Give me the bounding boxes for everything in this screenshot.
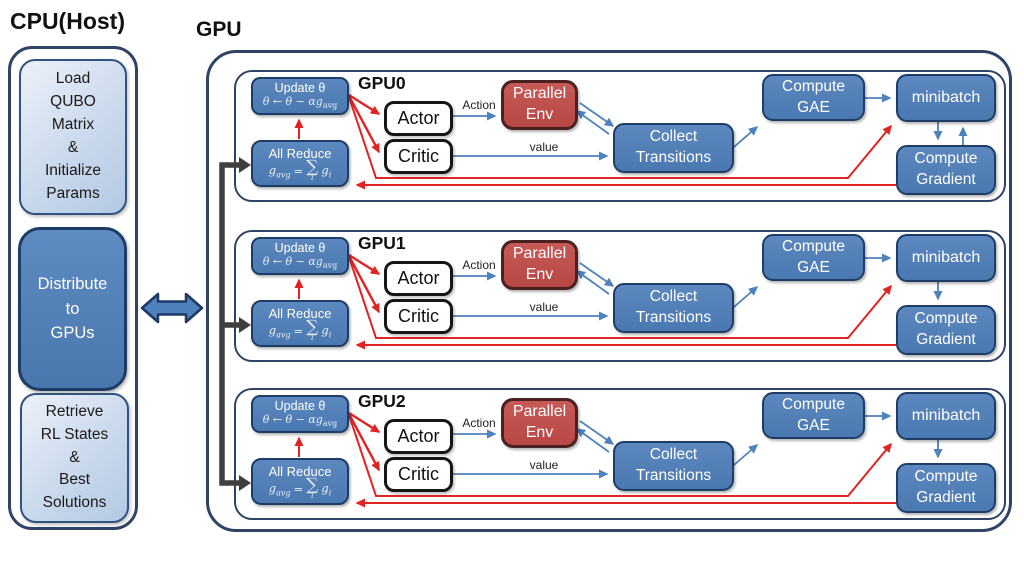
all-reduce-box: All Reduce gavg = ∑i gi — [251, 300, 349, 347]
all-reduce-box: All Reduce gavg = ∑i gi — [251, 458, 349, 505]
critic-box: Critic — [384, 299, 453, 334]
parallel-env-box: Parallel Env — [501, 398, 578, 448]
cpu-host-title: CPU(Host) — [10, 8, 125, 34]
gpu-row: GPU2 Update θ θ ← θ − αgavg All Reduce g… — [234, 388, 1006, 520]
gpu-row-label: GPU1 — [358, 233, 406, 253]
update-theta-formula: θ ← θ − αgavg — [262, 413, 338, 429]
action-arrow-label: Action — [462, 98, 496, 112]
critic-box: Critic — [384, 139, 453, 174]
gpu-container: GPU0 Update θ θ ← θ − αgavg All Reduce g… — [206, 50, 1012, 532]
value-arrow-label: value — [529, 458, 559, 472]
critic-box: Critic — [384, 457, 453, 492]
update-theta-box: Update θ θ ← θ − αgavg — [251, 395, 349, 433]
minibatch-box: minibatch — [896, 234, 996, 282]
actor-box: Actor — [384, 419, 453, 454]
action-arrow-label: Action — [462, 258, 496, 272]
parallel-env-box: Parallel Env — [501, 240, 578, 290]
cpu-gpu-double-arrow-icon — [140, 292, 204, 324]
update-theta-title: Update θ — [274, 81, 326, 96]
update-theta-box: Update θ θ ← θ − αgavg — [251, 77, 349, 115]
compute-gae-box: Compute GAE — [762, 392, 865, 439]
compute-gae-box: Compute GAE — [762, 234, 865, 281]
minibatch-box: minibatch — [896, 74, 996, 122]
retrieve-states-box: Retrieve RL States & Best Solutions — [20, 393, 129, 523]
all-reduce-title: All Reduce — [268, 306, 332, 321]
load-qubo-box: Load QUBO Matrix & Initialize Params — [19, 59, 127, 215]
row-arrows — [294, 253, 943, 350]
update-theta-box: Update θ θ ← θ − αgavg — [251, 237, 349, 275]
gpu-row-label: GPU2 — [358, 391, 406, 411]
actor-box: Actor — [384, 261, 453, 296]
compute-gradient-box: Compute Gradient — [896, 145, 996, 195]
actor-box: Actor — [384, 101, 453, 136]
cpu-container: Load QUBO Matrix & Initialize Params Dis… — [8, 46, 138, 530]
all-reduce-title: All Reduce — [268, 146, 332, 161]
collect-transitions-box: Collect Transitions — [613, 123, 734, 173]
collect-transitions-box: Collect Transitions — [613, 283, 734, 333]
parallel-env-box: Parallel Env — [501, 80, 578, 130]
gpu-row: GPU0 Update θ θ ← θ − αgavg All Reduce g… — [234, 70, 1006, 202]
gpu-title: GPU — [196, 18, 242, 41]
update-theta-title: Update θ — [274, 399, 326, 414]
update-theta-title: Update θ — [274, 241, 326, 256]
distribute-to-gpus-box: Distribute to GPUs — [18, 227, 127, 391]
action-arrow-label: Action — [462, 416, 496, 430]
value-arrow-label: value — [529, 140, 559, 154]
gpu-row-label: GPU0 — [358, 73, 406, 93]
update-theta-formula: θ ← θ − αgavg — [262, 95, 338, 111]
all-reduce-formula: gavg = ∑i gi — [268, 317, 332, 342]
compute-gae-box: Compute GAE — [762, 74, 865, 121]
gpu-row: GPU1 Update θ θ ← θ − αgavg All Reduce g… — [234, 230, 1006, 362]
all-reduce-formula: gavg = ∑i gi — [268, 475, 332, 500]
value-arrow-label: value — [529, 300, 559, 314]
compute-gradient-box: Compute Gradient — [896, 463, 996, 513]
minibatch-box: minibatch — [896, 392, 996, 440]
compute-gradient-box: Compute Gradient — [896, 305, 996, 355]
all-reduce-formula: gavg = ∑i gi — [268, 157, 332, 182]
all-reduce-title: All Reduce — [268, 464, 332, 479]
all-reduce-box: All Reduce gavg = ∑i gi — [251, 140, 349, 187]
collect-transitions-box: Collect Transitions — [613, 441, 734, 491]
update-theta-formula: θ ← θ − αgavg — [262, 255, 338, 271]
